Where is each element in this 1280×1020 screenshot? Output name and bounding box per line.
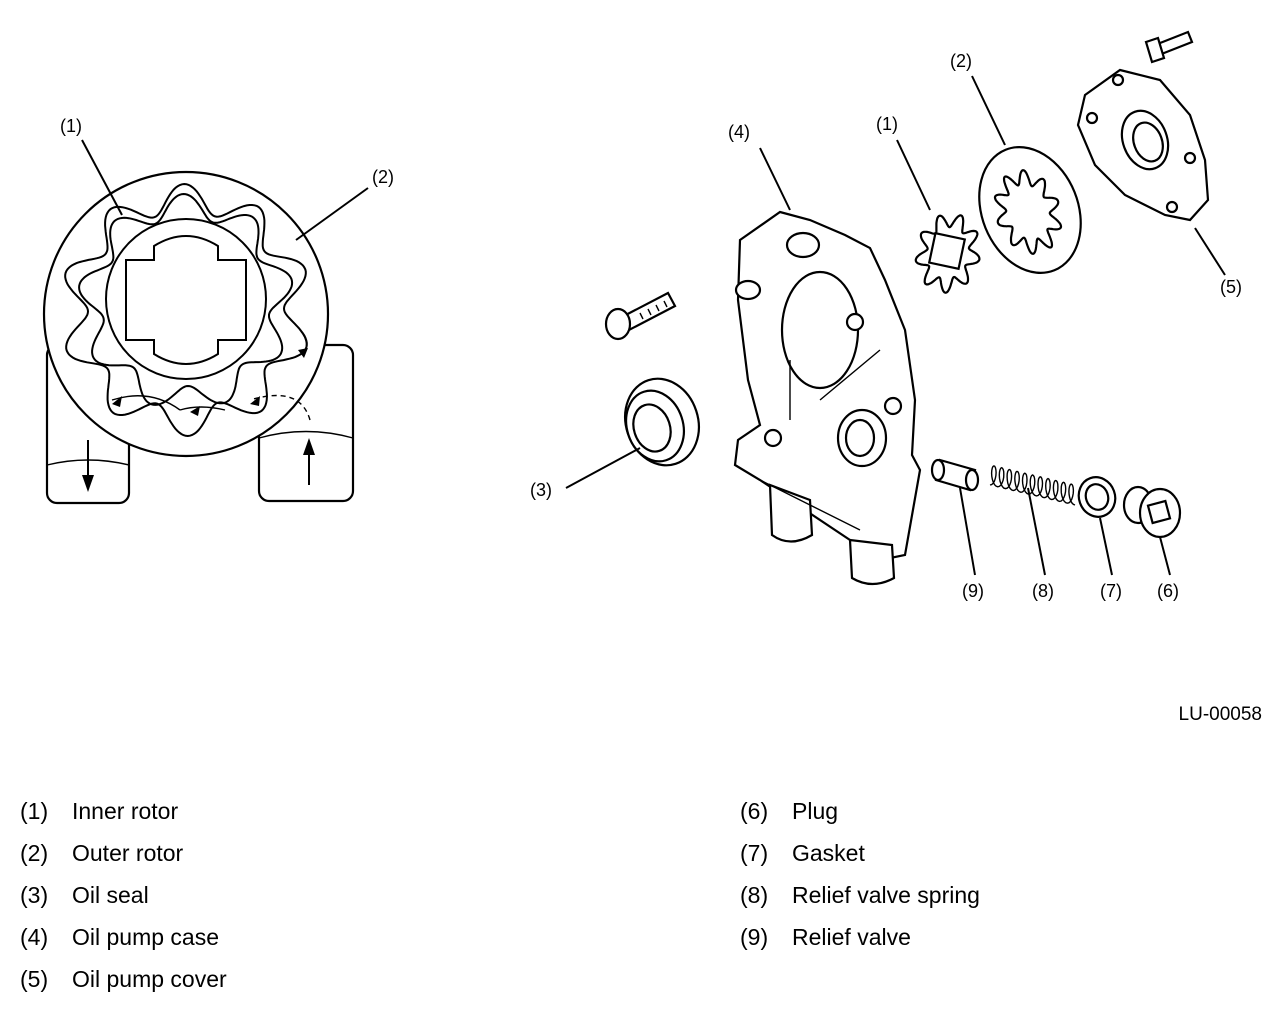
legend-item: (7) Gasket bbox=[740, 832, 980, 874]
callout-exp-8: (8) bbox=[1032, 581, 1054, 601]
gasket-part bbox=[1077, 476, 1117, 518]
oil-pump-cover bbox=[1076, 68, 1210, 222]
outer-rotor bbox=[64, 182, 308, 438]
legend-label: Relief valve spring bbox=[792, 881, 980, 908]
mounting-bolt bbox=[604, 291, 677, 341]
legend-right: (6) Plug (7) Gasket (8) Relief valve spring (9… bbox=[740, 790, 980, 958]
callout-exp-1: (1) bbox=[876, 114, 898, 134]
callout-rotor-1: (1) bbox=[60, 116, 82, 136]
rotor-section-view: (1) (2) bbox=[42, 116, 394, 505]
outer-rotor-part bbox=[978, 146, 1082, 274]
legend-label: Relief valve bbox=[792, 923, 911, 950]
legend-number: (2) bbox=[20, 839, 49, 866]
legend-number: (7) bbox=[740, 839, 769, 866]
legend-left: (1)Inner rotor(2)Outer rotor(3)Oil seal(… bbox=[20, 790, 227, 1000]
relief-valve bbox=[930, 458, 980, 492]
callout-exp-3: (3) bbox=[530, 480, 552, 500]
legend-label: Plug bbox=[792, 797, 839, 824]
figure-code: LU-00058 bbox=[1178, 704, 1262, 725]
exploded-view: (3) (4) (1) ( bbox=[530, 30, 1242, 601]
callout-exp-4: (4) bbox=[728, 122, 750, 142]
inner-rotor bbox=[78, 192, 294, 406]
legend-number: (9) bbox=[740, 923, 769, 950]
oil-pump-diagram: (1) (2) (3) bbox=[42, 30, 1242, 601]
legend-number: (8) bbox=[740, 881, 769, 908]
inner-rotor-part bbox=[914, 214, 981, 294]
callout-rotor-2: (2) bbox=[372, 167, 394, 187]
legend-label: Inner rotor bbox=[72, 797, 179, 824]
callout-exp-2: (2) bbox=[950, 51, 972, 71]
legend-item: (3) Oil seal bbox=[20, 874, 227, 916]
callout-exp-5: (5) bbox=[1220, 277, 1242, 297]
callout-exp-9: (9) bbox=[962, 581, 984, 601]
legend-number: (5) bbox=[20, 965, 49, 992]
legend-label: Oil pump cover bbox=[72, 965, 227, 992]
oil-seal bbox=[624, 377, 700, 467]
legend-number: (6) bbox=[740, 797, 769, 824]
legend-number: (4) bbox=[20, 923, 49, 950]
legend-number: (1) bbox=[20, 797, 49, 824]
legend-label: Oil seal bbox=[72, 881, 149, 908]
plug-part bbox=[1122, 485, 1182, 539]
legend-item: (1) Inner rotor bbox=[20, 790, 227, 832]
legend-item: (6) Plug bbox=[740, 790, 980, 832]
relief-valve-spring bbox=[989, 465, 1076, 506]
cover-screw bbox=[1144, 30, 1194, 64]
legend-item: (5) Oil pump cover bbox=[20, 958, 227, 1000]
callout-exp-6: (6) bbox=[1157, 581, 1179, 601]
legend-item: (2) Outer rotor bbox=[20, 832, 227, 874]
oil-pump-case bbox=[733, 210, 922, 586]
legend-item: (9) Relief valve bbox=[740, 916, 980, 958]
callout-exp-7: (7) bbox=[1100, 581, 1122, 601]
legend-number: (3) bbox=[20, 881, 49, 908]
legend-label: Gasket bbox=[792, 839, 865, 866]
legend-label: Outer rotor bbox=[72, 839, 184, 866]
legend-label: Oil pump case bbox=[72, 923, 220, 950]
legend-item: (8) Relief valve spring bbox=[740, 874, 980, 916]
legend-item: (4) Oil pump case bbox=[20, 916, 227, 958]
